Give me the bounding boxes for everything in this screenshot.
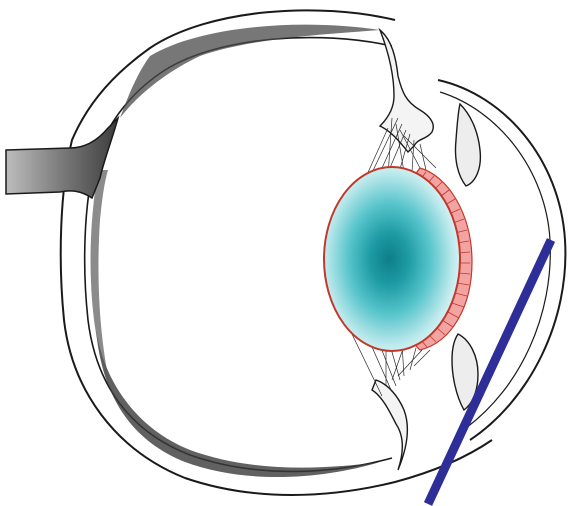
ciliary-body-upper [380,30,433,152]
lens [324,167,460,351]
ciliary-body-lower [372,380,407,470]
wall-shading-lower [96,330,380,477]
wall-shading-left [91,170,110,385]
iris-upper [455,104,480,186]
